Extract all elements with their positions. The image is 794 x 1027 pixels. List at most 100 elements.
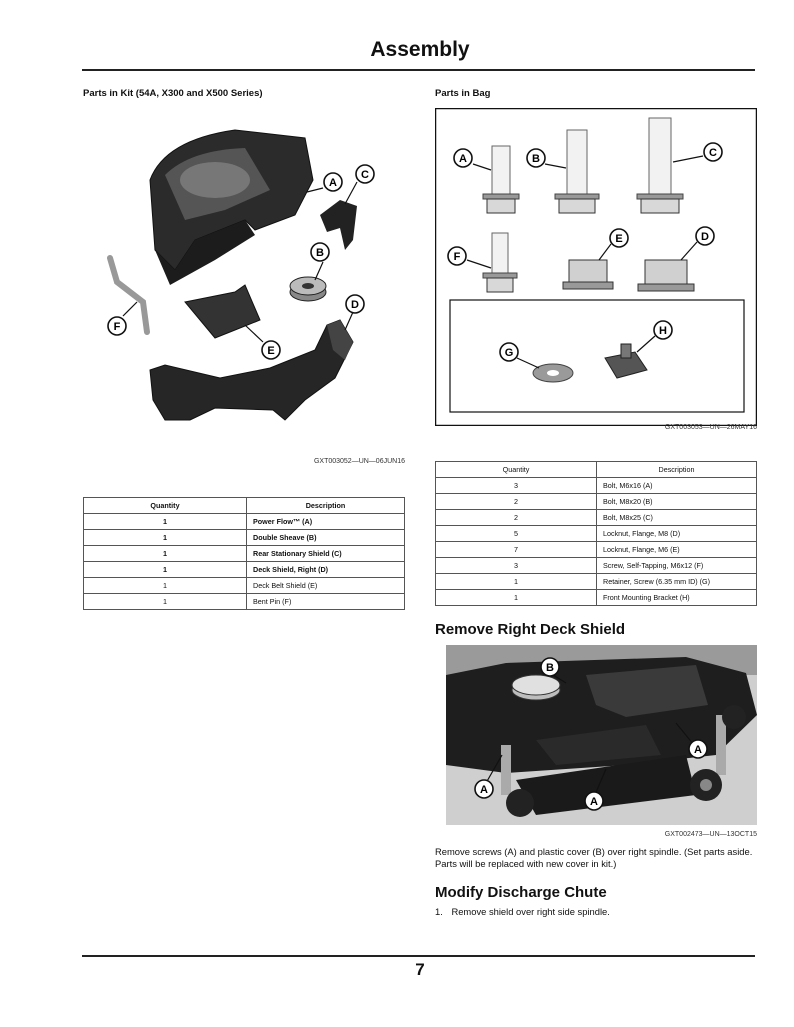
header-description: Description	[596, 461, 757, 478]
callout-b: B	[526, 148, 546, 168]
callout-f: F	[447, 246, 467, 266]
modify-chute-step-1: 1. Remove shield over right side spindle…	[435, 906, 610, 918]
kit-illustration	[107, 129, 357, 421]
callout-f: F	[107, 316, 127, 336]
kit-figure-id: GXT003052—UN—06JUN16	[313, 458, 405, 465]
svg-text:H: H	[659, 325, 667, 337]
svg-text:A: A	[329, 177, 337, 189]
page-number: 7	[415, 960, 425, 979]
svg-text:D: D	[701, 231, 709, 243]
svg-text:C: C	[709, 147, 717, 159]
table-header-row: Quantity Description	[83, 497, 405, 514]
step-number: 1.	[435, 906, 443, 917]
callout-a: A	[474, 779, 494, 799]
footer-rule	[82, 955, 755, 957]
callout-h: H	[653, 320, 673, 340]
callout-g: G	[499, 342, 519, 362]
remove-shield-figure-id: GXT002473—UN—13OCT15	[664, 831, 757, 838]
header-quantity: Quantity	[435, 461, 597, 478]
cell-qty: 2	[435, 509, 597, 526]
cell-desc: Front Mounting Bracket (H)	[596, 589, 757, 606]
callout-a: A	[323, 172, 343, 192]
svg-text:A: A	[694, 744, 702, 756]
cell-qty: 1	[83, 577, 247, 594]
callout-b: B	[310, 242, 330, 262]
svg-text:A: A	[480, 784, 488, 796]
cell-desc: Bolt, M8x25 (C)	[596, 509, 757, 526]
cell-desc: Locknut, Flange, M8 (D)	[596, 525, 757, 542]
cell-qty: 1	[83, 545, 247, 562]
svg-text:B: B	[316, 247, 324, 259]
callout-c: C	[703, 142, 723, 162]
remove-shield-text: Remove screws (A) and plastic cover (B) …	[435, 846, 753, 869]
svg-text:A: A	[459, 153, 467, 165]
cell-qty: 1	[83, 513, 247, 530]
callout-b: B	[540, 657, 560, 677]
cell-desc: Retainer, Screw (6.35 mm ID) (G)	[596, 573, 757, 590]
kit-callouts: A C B D E F	[107, 164, 375, 360]
callout-e: E	[609, 228, 629, 248]
cell-qty: 5	[435, 525, 597, 542]
cell-desc: Double Sheave (B)	[246, 529, 405, 546]
header-rule	[82, 69, 755, 71]
cell-qty: 1	[83, 593, 247, 610]
svg-text:B: B	[532, 153, 540, 165]
cell-qty: 3	[435, 477, 597, 494]
header-description: Description	[246, 497, 405, 514]
remove-shield-photo	[446, 645, 757, 825]
svg-text:G: G	[505, 347, 514, 359]
svg-text:F: F	[454, 251, 461, 263]
remove-shield-heading: Remove Right Deck Shield	[435, 621, 626, 638]
cell-qty: 3	[435, 557, 597, 574]
cell-desc: Bent Pin (F)	[246, 593, 405, 610]
cell-desc: Power Flow™ (A)	[246, 513, 405, 530]
cell-desc: Locknut, Flange, M6 (E)	[596, 541, 757, 558]
svg-text:D: D	[351, 299, 359, 311]
cell-qty: 1	[435, 573, 597, 590]
svg-text:A: A	[590, 796, 598, 808]
svg-text:E: E	[615, 233, 622, 245]
bag-figure-id: GXT003053—UN—26MAY16	[664, 424, 757, 431]
cell-desc: Bolt, M6x16 (A)	[596, 477, 757, 494]
table-header-row: Quantity Description	[435, 461, 757, 478]
callout-a: A	[584, 791, 604, 811]
kit-heading: Parts in Kit (54A, X300 and X500 Series)	[83, 88, 263, 99]
svg-text:B: B	[546, 662, 554, 674]
callout-a: A	[688, 739, 708, 759]
page-title: Assembly	[370, 38, 470, 61]
cell-qty: 1	[435, 589, 597, 606]
bag-callouts: A B C F E D G H	[447, 142, 723, 369]
callout-d: D	[695, 226, 715, 246]
modify-chute-heading: Modify Discharge Chute	[435, 884, 607, 901]
step-text: Remove shield over right side spindle.	[451, 906, 610, 917]
cell-desc: Deck Belt Shield (E)	[246, 577, 405, 594]
svg-text:E: E	[267, 345, 274, 357]
cell-qty: 1	[83, 529, 247, 546]
cell-desc: Deck Shield, Right (D)	[246, 561, 405, 578]
cell-qty: 2	[435, 493, 597, 510]
svg-text:F: F	[114, 321, 121, 333]
callout-d: D	[345, 294, 365, 314]
callout-e: E	[261, 340, 281, 360]
cell-qty: 1	[83, 561, 247, 578]
callout-c: C	[355, 164, 375, 184]
cell-desc: Bolt, M8x20 (B)	[596, 493, 757, 510]
callout-a: A	[453, 148, 473, 168]
header-quantity: Quantity	[83, 497, 247, 514]
